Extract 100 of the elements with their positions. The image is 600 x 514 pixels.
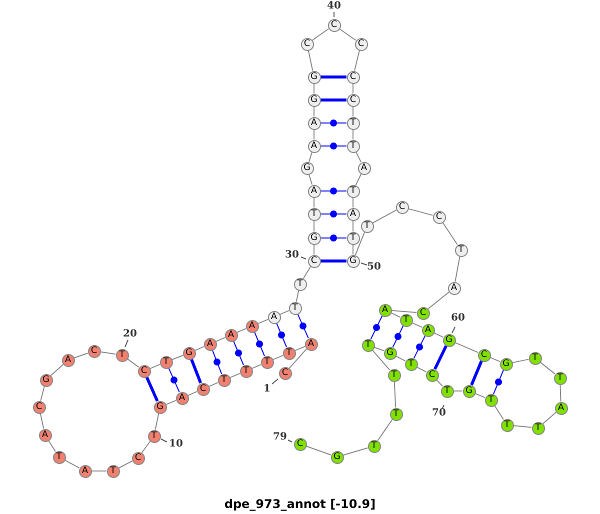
- backbone-line: [454, 342, 479, 353]
- nucleotide-circle: T: [346, 140, 360, 152]
- backbone-line: [542, 412, 557, 424]
- backbone-line: [288, 348, 308, 369]
- nucleotide-circle: A: [308, 140, 320, 152]
- nucleotide-circle: G: [182, 346, 196, 360]
- position-number: 20: [123, 328, 137, 340]
- base-pair-line: [320, 260, 346, 262]
- diagram-title: dpe_973_annot [-10.9]: [224, 497, 376, 511]
- backbone-line: [230, 372, 240, 378]
- nucleotide-circle: T: [148, 430, 160, 442]
- backbone-line: [355, 151, 362, 163]
- nucleotide-circle: C: [416, 306, 430, 320]
- backbone-line: [100, 351, 116, 355]
- backbone-line: [172, 354, 184, 360]
- nucleotide-circle: T: [388, 368, 400, 382]
- nucleotide-circle: C: [196, 382, 210, 396]
- base-pair-line: [254, 332, 265, 356]
- backbone-line: [150, 364, 160, 370]
- nucleotide-circle: T: [528, 352, 542, 364]
- backbone-line: [251, 364, 262, 369]
- backbone-line: [408, 208, 434, 216]
- backbone-line: [74, 352, 88, 358]
- nucleotide-circle: T: [218, 374, 230, 386]
- backbone-line: [64, 460, 80, 468]
- nucleotide-circle: T: [454, 244, 468, 256]
- nucleotide-circle: G: [330, 450, 344, 464]
- backbone-line: [302, 266, 312, 279]
- base-pair-line: [320, 190, 347, 192]
- nucleotide-circle: A: [554, 402, 568, 414]
- nucleotide-circle: T: [116, 348, 128, 362]
- nucleotide-circle: A: [38, 428, 52, 442]
- base-pair-line: [233, 340, 244, 366]
- backbone-line: [352, 244, 354, 255]
- base-pair-line: [320, 76, 346, 78]
- backbone-line: [411, 322, 423, 328]
- backbone-line: [352, 197, 354, 208]
- backbone-line: [474, 392, 486, 398]
- nucleotide-circle: A: [308, 116, 320, 130]
- backbone-line: [490, 356, 500, 362]
- backbone-line: [308, 152, 313, 162]
- position-number: 50: [367, 262, 381, 272]
- nucleotide-circle: T: [500, 418, 514, 432]
- nucleotide-circle: G: [500, 358, 512, 370]
- nucleotide-circle: C: [354, 38, 368, 50]
- nucleotide-circle: T: [404, 358, 418, 370]
- base-pair-line: [370, 315, 383, 340]
- nucleotide-circle: C: [478, 348, 490, 362]
- nucleotide-circle: C: [138, 364, 150, 378]
- nucleotide-circle: G: [300, 162, 314, 174]
- nucleotide-circle: T: [484, 394, 498, 406]
- nucleotide-circle: T: [160, 356, 172, 368]
- nucleotide-circle: A: [422, 324, 434, 336]
- base-pair-line: [168, 367, 180, 393]
- nucleotide-circle: C: [32, 400, 46, 414]
- nucleotide-circle: T: [346, 116, 360, 130]
- nucleotide-circle: T: [346, 184, 360, 198]
- nucleotide-circle: T: [260, 356, 274, 368]
- nucleotide-circle: C: [426, 368, 438, 382]
- nucleotide-circle: G: [308, 232, 320, 244]
- backbone-line: [512, 358, 530, 364]
- nucleotide-circle: A: [204, 338, 216, 350]
- backbone-line: [306, 446, 332, 456]
- nucleotide-circle: T: [400, 314, 412, 326]
- nucleotide-circle: A: [78, 464, 92, 478]
- backbone-line: [390, 312, 401, 318]
- nucleotide-circle: A: [308, 184, 320, 198]
- nucleotide-circle: A: [304, 338, 318, 350]
- nucleotide-circle: A: [358, 162, 370, 174]
- backbone-line: [308, 174, 313, 186]
- backbone-line: [126, 358, 140, 368]
- nucleotide-circle: T: [554, 372, 566, 384]
- nucleotide-circle: G: [308, 70, 320, 84]
- nucleotide-circle: T: [532, 422, 544, 434]
- backbone-line: [352, 106, 354, 117]
- nucleotide-circle: T: [362, 338, 374, 352]
- position-number: 30: [285, 250, 299, 260]
- backbone-line: [308, 50, 314, 72]
- backbone-line: [154, 412, 160, 430]
- nucleotide-circle: G: [346, 254, 360, 268]
- nucleotide-circle: G: [442, 334, 456, 346]
- position-number: 40: [327, 0, 341, 12]
- nucleotide-circle: C: [278, 366, 292, 380]
- nucleotide-circle: G: [40, 374, 52, 386]
- position-number: 70: [432, 408, 446, 418]
- position-number: 60: [451, 312, 465, 324]
- backbone-line: [354, 232, 366, 256]
- backbone-line: [272, 354, 284, 360]
- backbone-line: [433, 332, 444, 338]
- nucleotide-circle: C: [308, 254, 320, 268]
- base-pair-line: [297, 313, 309, 339]
- backbone-line: [236, 328, 247, 333]
- backbone-line: [442, 222, 458, 246]
- nucleotide-circle: A: [224, 328, 238, 342]
- nucleotide-circle: T: [368, 440, 380, 452]
- backbone-line: [354, 50, 360, 72]
- backbone-line: [428, 292, 450, 310]
- base-pair-line: [320, 122, 347, 124]
- backbone-line: [294, 346, 306, 352]
- backbone-line: [352, 220, 354, 232]
